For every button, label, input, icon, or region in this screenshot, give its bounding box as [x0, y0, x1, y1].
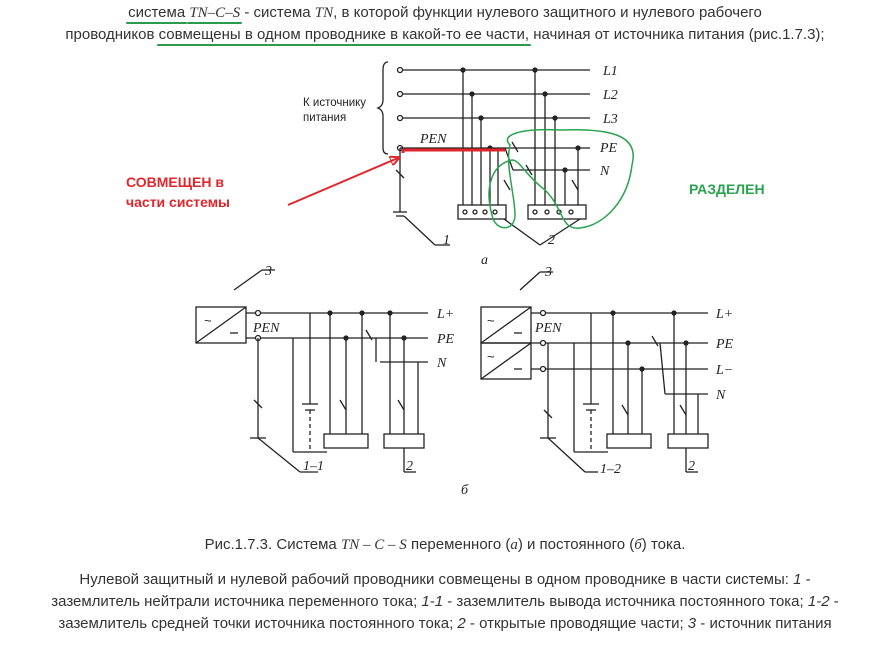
separated-label: РАЗДЕЛЕН	[689, 181, 765, 197]
note-text-5: - открытые проводящие части;	[465, 615, 688, 632]
intro-term-tn: TN	[314, 5, 334, 21]
intro-term-prefix: система	[128, 4, 186, 21]
intro-term-formula: TN–C–S	[189, 5, 241, 21]
label-N-a: N	[599, 164, 610, 179]
note-item-4: 2	[457, 615, 466, 632]
green-annotation	[488, 128, 635, 229]
dc-source-box-right-bottom	[480, 342, 532, 380]
combined-label-1: СОВМЕЩЕН в	[126, 174, 224, 190]
intro-text-d: начиная от источника питания (рис.1.7.3)…	[529, 26, 825, 43]
intro-highlight: совмещены в одном проводнике в какой-то …	[158, 26, 530, 43]
figure-caption: Рис.1.7.3. Система TN – C – S переменног…	[0, 534, 890, 556]
legend-note: Нулевой защитный и нулевой рабочий прово…	[40, 569, 850, 635]
label-3-right: 3	[544, 265, 552, 280]
label-PE-a: PE	[599, 141, 618, 156]
caption-a: а	[510, 537, 518, 553]
svg-text:~: ~	[204, 313, 212, 328]
diagram-b-left: ~	[195, 269, 428, 473]
label-N-b-left: N	[436, 356, 447, 371]
note-item-5: 3	[687, 615, 697, 632]
source-label-2: питания	[303, 112, 346, 124]
label-Lplus-right: L+	[715, 307, 733, 322]
label-PEN-b-right: PEN	[534, 321, 562, 336]
note-item-3: 1-2	[807, 593, 830, 610]
caption-formula: TN – C – S	[340, 537, 407, 553]
label-PE-b-left: PE	[436, 332, 455, 347]
intro-text-b: , в которой функции нулевого защитного и…	[333, 4, 762, 21]
note-item-1: 1	[793, 571, 802, 588]
dc-source-box-left	[195, 306, 247, 344]
label-PE-b-right: PE	[715, 337, 734, 352]
diagram-b-right: ~ ~	[480, 271, 709, 473]
note-text-6: - источник питания	[696, 615, 832, 632]
label-1-a: 1	[443, 233, 450, 248]
caption-prefix: Рис.1.7.3. Система	[204, 536, 341, 553]
combined-label-2: части системы	[126, 194, 230, 210]
subfigure-a-label: а	[481, 253, 488, 268]
red-annotation	[287, 148, 505, 206]
label-N-b-right: N	[715, 388, 726, 403]
source-label-1: К источнику	[303, 97, 366, 109]
label-1-2: 1–2	[600, 462, 621, 477]
caption-suffix: ) тока.	[641, 536, 686, 553]
label-L3: L3	[602, 112, 618, 127]
label-PEN-a: PEN	[419, 132, 447, 147]
svg-text:~: ~	[487, 313, 495, 328]
source-brace	[376, 61, 389, 155]
label-Lplus-left: L+	[436, 307, 454, 322]
subfigure-b-label: б	[461, 483, 469, 498]
intro-line-1: система TN–C–S - система TN, в которой ф…	[0, 2, 890, 24]
consumer-box-a1	[457, 204, 507, 220]
intro-text-c: проводников	[65, 26, 159, 43]
label-2-b-left: 2	[406, 459, 413, 474]
label-PEN-b-left: PEN	[252, 321, 280, 336]
svg-text:~: ~	[487, 349, 495, 364]
intro-line-2: проводников совмещены в одном проводнике…	[0, 24, 890, 46]
label-2-a: 2	[548, 233, 555, 248]
label-3-left: 3	[264, 264, 272, 279]
label-L2: L2	[602, 88, 618, 103]
label-L1: L1	[602, 64, 618, 79]
note-text-3: - заземлитель вывода источника постоянно…	[443, 593, 808, 610]
note-text-1: Нулевой защитный и нулевой рабочий прово…	[79, 571, 794, 588]
label-2-b-right: 2	[688, 459, 695, 474]
label-Lminus-right: L−	[715, 363, 733, 378]
diagram-a	[376, 61, 590, 246]
caption-mid2: ) и постоянного (	[517, 536, 635, 553]
intro-paragraph: система TN–C–S - система TN, в которой ф…	[0, 0, 890, 44]
label-1-1: 1–1	[303, 459, 324, 474]
note-text-2: - заземлитель нейтрали источника перемен…	[51, 571, 811, 610]
intro-text-a: - система	[240, 4, 315, 21]
note-text-4: - заземлитель средней точки источника по…	[58, 593, 839, 632]
note-item-2: 1-1	[421, 593, 444, 610]
caption-b: б	[634, 537, 642, 553]
caption-mid: переменного (	[406, 536, 511, 553]
